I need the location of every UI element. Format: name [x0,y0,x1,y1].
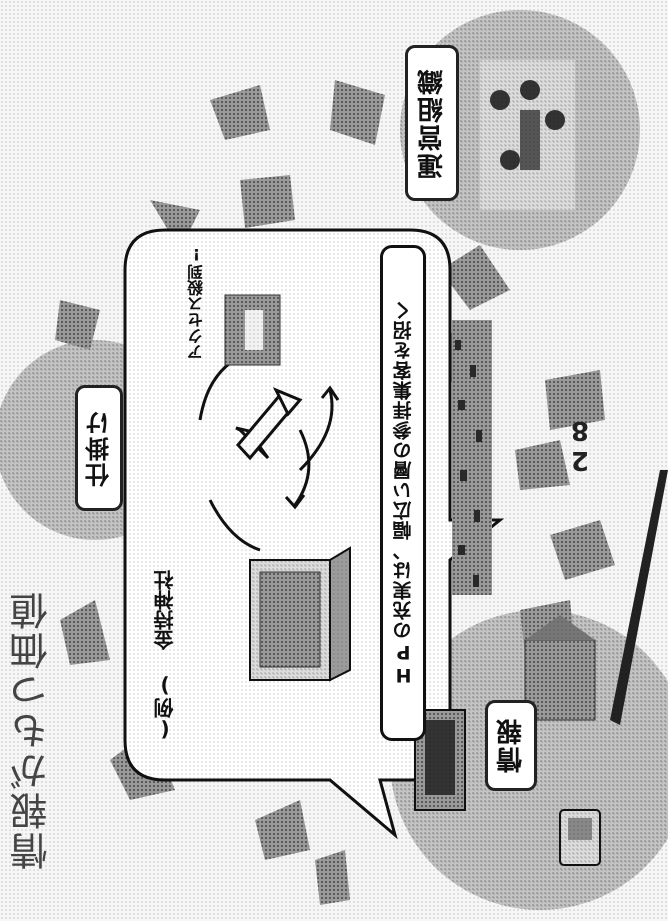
page-number: 28 [565,415,595,475]
access-label: アクセス殺到! [187,245,206,360]
laptop-icon [249,546,351,682]
example-label: (例) 金持神社 [153,570,177,742]
label-top-left: 仕掛け [75,385,123,511]
shrine-photo [224,294,281,366]
label-top-right: 運営組織 [405,45,459,201]
bubble-caption: HPの充実は、幅広い層の参拝集客を招く [380,245,426,741]
meeting-photo [480,60,575,210]
label-bottom: 情報 [485,700,537,791]
slide-title: 情報がもつ価値 [10,590,54,870]
pen-shape [610,470,668,725]
phone-icon [559,809,601,866]
house-photo [524,615,596,721]
